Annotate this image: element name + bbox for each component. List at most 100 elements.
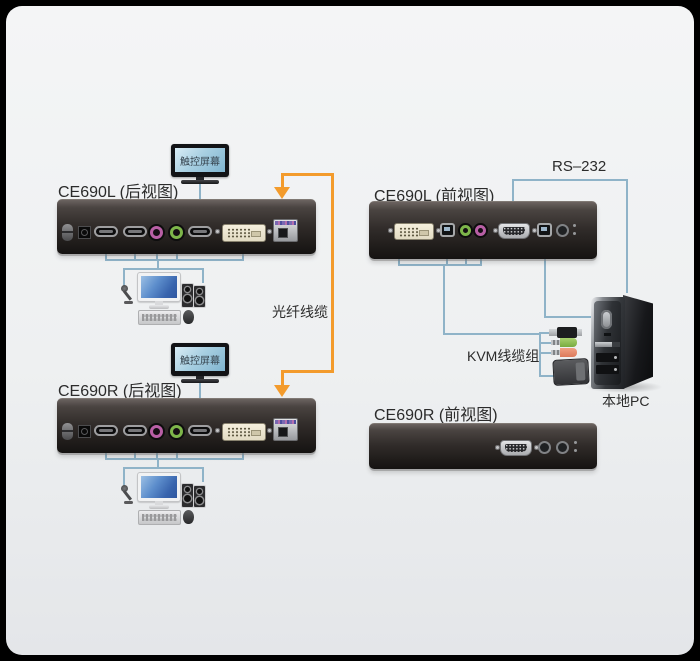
mic-foot (124, 501, 133, 504)
led-icon (574, 441, 577, 444)
screw-icon (267, 229, 272, 234)
push-button (538, 441, 551, 454)
fiber-line (281, 370, 284, 387)
audio-plug-pink-icon (560, 348, 577, 357)
pc-front (591, 297, 625, 389)
cable-line (242, 253, 244, 259)
mic-stem (122, 490, 132, 501)
screw-icon (267, 428, 272, 433)
dc-power-jack (78, 226, 91, 239)
screw-icon (493, 228, 498, 233)
usb-line (544, 258, 546, 316)
kvm-bracket (539, 332, 541, 377)
led-icon (573, 232, 576, 235)
screw-icon (215, 229, 220, 234)
cable-line (242, 452, 244, 458)
audio-plug-green-icon (560, 338, 577, 347)
cable-line (398, 258, 400, 264)
cable-line (105, 458, 244, 460)
device3-title: CE690L (前视图) (374, 188, 495, 205)
mic-stem (122, 290, 132, 301)
microphone-icon (121, 485, 137, 505)
monitor-neck (196, 376, 204, 379)
kvm-bracket (539, 342, 553, 344)
cable-line (105, 452, 107, 458)
cable-line (446, 258, 448, 264)
keyboard-icon (138, 510, 181, 525)
monitor-screen (141, 276, 177, 298)
drive-bay (596, 365, 619, 374)
monitor-base (181, 180, 219, 184)
fiber-module (273, 418, 298, 441)
fiber-module-window (278, 427, 288, 437)
kvm-bracket (539, 375, 555, 377)
fiber-line (331, 173, 334, 373)
mouse-icon (183, 510, 194, 524)
touchscreen-monitor-1: 触控屏幕 (171, 144, 229, 184)
mouse-icon (183, 310, 194, 324)
dvi-slot (251, 430, 261, 436)
screw-icon (495, 445, 500, 450)
local-pc-label: 本地PC (602, 393, 650, 409)
microphone-icon (121, 285, 137, 305)
kvm-bracket (539, 352, 553, 354)
cable-line (134, 452, 136, 458)
pc-side (623, 295, 653, 390)
cable-line (105, 259, 244, 261)
io-port-2 (123, 226, 147, 237)
led-icon (574, 449, 577, 452)
screw-icon (436, 228, 441, 233)
rs232-db9-port (498, 223, 530, 239)
cable-line (480, 258, 482, 264)
keyboard-icon (138, 310, 181, 325)
monitor-neck (196, 177, 204, 180)
cable-line (443, 264, 445, 333)
usb-line (544, 316, 594, 318)
ground-screw (62, 423, 73, 440)
monitor-base (149, 305, 169, 309)
pc-slot (604, 333, 611, 336)
screw-icon (388, 228, 393, 233)
fiber-arrow-down-icon (274, 385, 290, 397)
touchscreen-port (188, 425, 212, 436)
cable-line (202, 467, 204, 482)
touchscreen-monitor-2: 触控屏幕 (171, 343, 229, 383)
rs232-line (512, 179, 628, 181)
touchscreen-port (188, 226, 212, 237)
audio-jack-speaker (460, 225, 471, 236)
local-pc-tower (585, 295, 663, 393)
audio-jack-speaker (170, 226, 183, 239)
cable-line (465, 258, 467, 264)
speaker-icon (193, 485, 206, 508)
cable-line (202, 268, 204, 283)
device1-title: CE690L (后视图) (58, 184, 179, 201)
dvi-pins (399, 227, 419, 237)
rs232-db9-port (500, 440, 532, 456)
mic-head (121, 485, 128, 492)
fiber-module-window (278, 228, 288, 238)
io-port-1 (94, 226, 118, 237)
device3-front-panel (369, 201, 597, 259)
kvm-cable-label: KVM线缆组 (467, 348, 540, 364)
cable-line (443, 333, 541, 335)
desktop-monitor-icon (137, 472, 181, 509)
touchscreen-screen: 触控屏幕 (175, 347, 225, 371)
device2-rear-panel (57, 398, 316, 453)
drive-bay-strip (595, 342, 620, 347)
audio-plug-green-icon (551, 340, 560, 345)
db9-pins (505, 444, 527, 452)
dc-power-jack (78, 425, 91, 438)
dvi-port (394, 223, 434, 240)
dvi-plug-icon (552, 358, 590, 386)
fiber-line (281, 173, 334, 176)
dvi-port (222, 224, 266, 242)
monitor-base (181, 379, 219, 383)
usb-b-port (440, 223, 455, 237)
device2-title: CE690R (后视图) (58, 383, 182, 400)
dvi-port (222, 423, 266, 441)
usb-a-plug-icon (549, 329, 557, 336)
speaker-icon (181, 483, 194, 508)
cable-line (105, 253, 107, 259)
drive-bay (596, 353, 619, 362)
audio-jack-mic (475, 225, 486, 236)
